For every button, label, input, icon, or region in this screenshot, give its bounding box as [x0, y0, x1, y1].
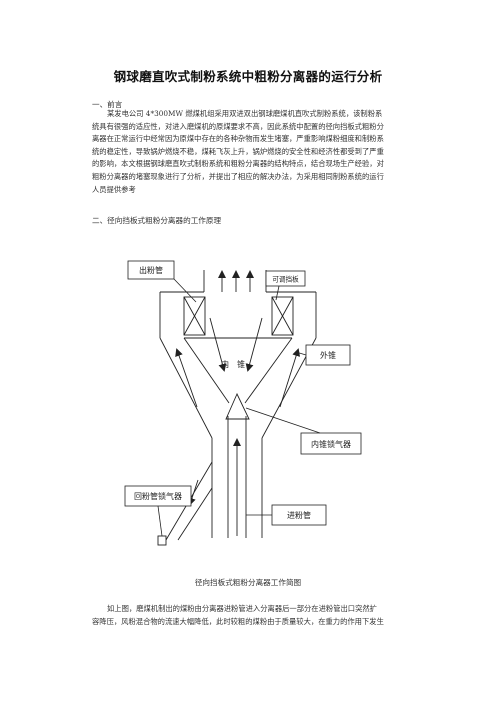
text-line: 统具有很强的适应性，对进入磨煤机的原煤要求不高，因此系统中配置的径向挡板式粗粉分: [92, 121, 384, 131]
adjustable-baffle: [183, 296, 294, 336]
text-line: 如上图，磨煤机制出的煤粉由分离器进粉管进入分离器后一部分在进粉管出口突然扩: [107, 604, 377, 613]
label-inner-cone-lock: 内锥锁气器: [311, 439, 351, 449]
arrow-rising-right: [279, 348, 301, 408]
label-inner-cone: 内 锥: [221, 359, 245, 369]
text-line: 离器在正常运行中经常因为原煤中存在的各种杂物而发生堵塞，严重影响煤粉细度和制粉系: [92, 134, 384, 144]
separator-body: [159, 270, 317, 541]
diagram-caption: 径向挡板式粗粉分离器工作简图: [194, 578, 302, 587]
explanation-paragraph: 如上图，磨煤机制出的煤粉由分离器进粉管进入分离器后一部分在进粉管出口突然扩 容降…: [92, 603, 420, 628]
label-inlet-pipe: 进粉管: [287, 510, 311, 520]
arrow-down-left: [209, 317, 227, 372]
document-title: 钢球磨直吹式制粉系统中粗粉分离器的运行分析: [113, 69, 383, 84]
label-adjustable-baffle: 可调挡板: [272, 275, 299, 284]
leader-lines: [157, 278, 321, 537]
arrow-rising-left: [175, 348, 198, 408]
arrow-down-right: [245, 317, 263, 372]
text-line: 的影响，本文根据钢球磨直吹式制粉系统和粗粉分离器的结构特点，结合现场生产经验，对: [92, 159, 384, 169]
flow-arrows: [175, 270, 301, 536]
return-pipe-lock-valve: [157, 535, 167, 546]
text-line: 粗粉分离器的堵塞现象进行了分析，并提出了相应的解决办法，为采用相同制粉系统的运行: [92, 171, 384, 181]
text-line: 容降压，风粉混合物的流速大幅降低，此时较粗的煤粉由于质量较大，在重力的作用下发生: [92, 616, 384, 626]
section-heading-intro: 一、前言: [92, 100, 123, 109]
text-line: 人员提供参考: [92, 184, 136, 194]
label-outlet-pipe: 出粉管: [139, 265, 163, 275]
label-outer-cone: 外锥: [320, 350, 336, 360]
label-box-adjustable-baffle: [265, 270, 306, 287]
text-line: 某发电公司 4*300MW 燃煤机组采用双进双出钢球磨煤机直吹式制粉系统，该制粉…: [107, 109, 383, 118]
label-box-outlet-pipe: [127, 260, 175, 280]
inner-cone-lock-valve: [225, 392, 250, 420]
label-return-pipe-lock: 回粉管锁气器: [134, 491, 182, 501]
section-heading-principle: 二、径向挡板式粗粉分离器的工作原理: [92, 216, 222, 225]
label-box-inner-cone-lock: [300, 432, 362, 455]
text-line: 统的稳定性，导致锅炉燃烧不稳，煤耗飞灰上升，锅炉燃烧的安全性和经济性都受到了严重: [92, 146, 384, 156]
intro-paragraph: 某发电公司 4*300MW 燃煤机组采用双进双出钢球磨煤机直吹式制粉系统，该制粉…: [92, 108, 420, 196]
